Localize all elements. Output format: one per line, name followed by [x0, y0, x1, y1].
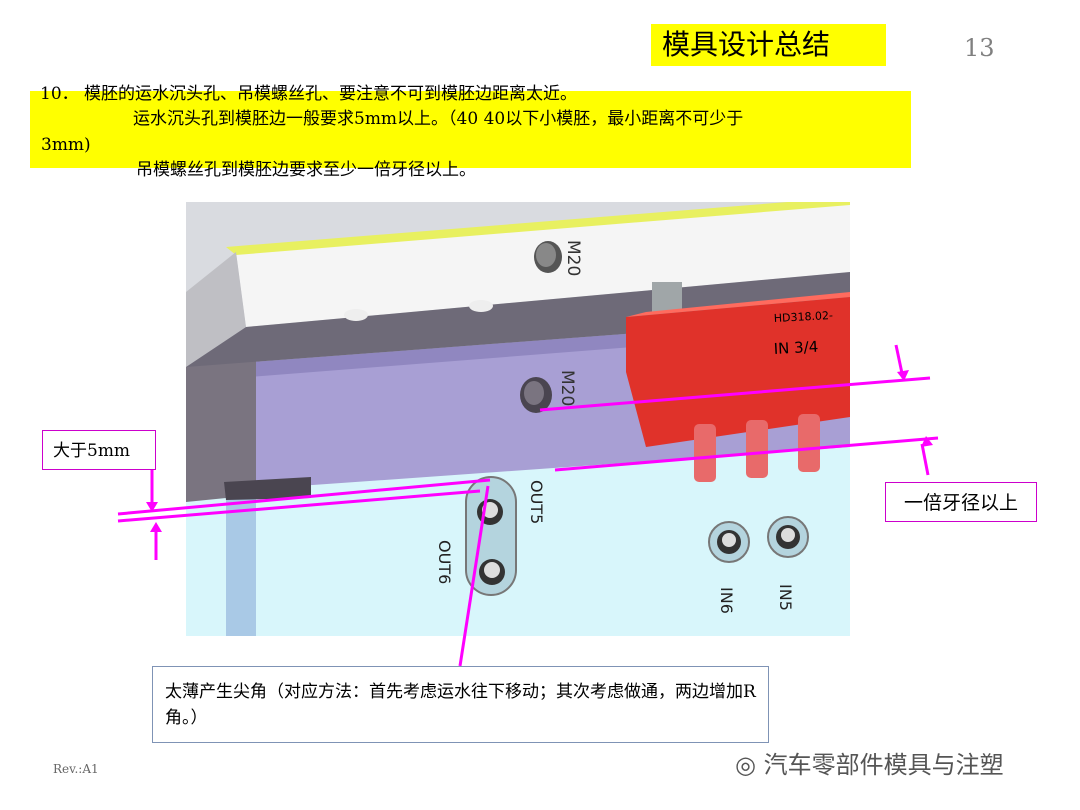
- callout-sharp-corner: 太薄产生尖角（对应方法：首先考虑运水往下移动；其次考虑做通，两边增加R角。）: [152, 666, 769, 743]
- revision-label: Rev.:A1: [53, 762, 99, 776]
- out6-label: OUT6: [435, 540, 454, 584]
- manifold-label: HD318.02-: [773, 309, 833, 325]
- account-watermark: ◎ 汽车零部件模具与注塑: [735, 745, 1004, 780]
- plate-edge-line: [554, 436, 939, 472]
- note-line-3: 3mm): [41, 135, 91, 155]
- note-line-1: 10． 模胚的运水沉头孔、吊模螺丝孔、要注意不可到模胚边距离太近。: [40, 84, 578, 104]
- page-number: 13: [964, 34, 995, 62]
- callout-greater-5mm: 大于5mm: [42, 430, 156, 470]
- in5-label: IN5: [776, 584, 795, 611]
- m20-top-label: M20: [563, 240, 583, 276]
- note-line-4: 吊模螺丝孔到模胚边要求至少一倍牙径以上。: [136, 160, 476, 180]
- corner-pointer-line: [458, 485, 490, 667]
- note-line-2: 运水沉头孔到模胚边一般要求5mm以上。（40 40以下小模胚，最小距离不可少于: [133, 109, 744, 129]
- edge-line-lower: [117, 489, 481, 523]
- edge-line-upper: [117, 478, 491, 516]
- callout-thread-diameter: 一倍牙径以上: [885, 482, 1037, 522]
- out5-label: OUT5: [527, 480, 546, 524]
- mold-cad-image: HD318.02- IN 3/4 M20 M20 OUT5 OUT6 IN6 I…: [186, 202, 850, 636]
- wechat-icon: ◎: [735, 751, 756, 779]
- in6-label: IN6: [717, 587, 736, 614]
- title-highlight: [651, 24, 886, 66]
- note-highlight: [30, 91, 911, 168]
- thread-arrow-bottom: [920, 443, 930, 476]
- thread-line: [539, 376, 931, 412]
- m20-mid-label: M20: [557, 370, 577, 406]
- watermark-text: 汽车零部件模具与注塑: [763, 751, 1004, 779]
- manifold-in-label: IN 3/4: [773, 338, 818, 358]
- slide-title: 模具设计总结: [662, 28, 831, 61]
